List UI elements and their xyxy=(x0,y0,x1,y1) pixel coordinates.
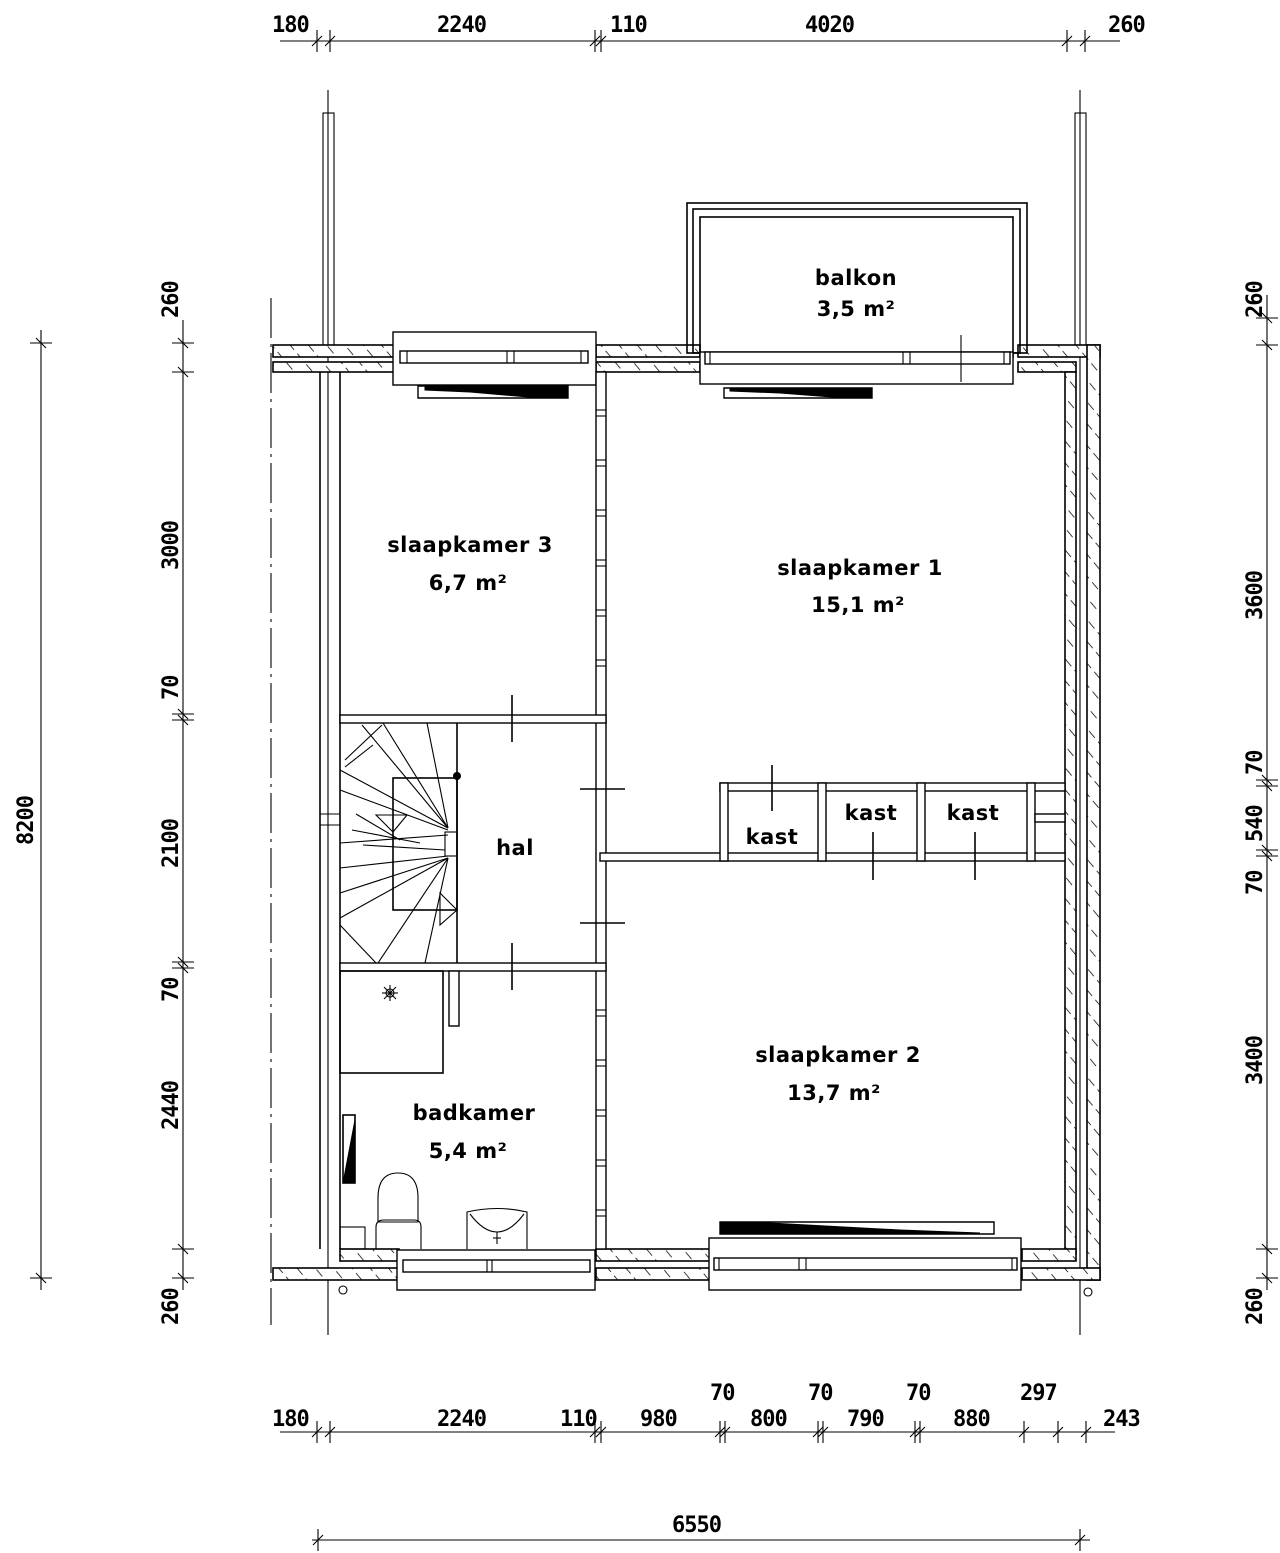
room-slaapkamer-3: slaapkamer 3 6,7 m² xyxy=(387,533,553,595)
bottom-dimension-line: 180 2240 110 980 70 800 70 790 70 880 29… xyxy=(272,1381,1141,1443)
dim-overall-depth: 8200 xyxy=(14,796,39,845)
dim-left-6: 260 xyxy=(159,1288,184,1325)
dim-bottom-9: 880 xyxy=(953,1407,990,1432)
dim-right-2: 70 xyxy=(1243,751,1268,776)
dim-left-2: 70 xyxy=(159,676,184,701)
dim-right-4: 70 xyxy=(1243,871,1268,896)
room-slaapkamer-2: slaapkamer 2 13,7 m² xyxy=(755,1043,921,1105)
left-dimension-line: 260 3000 70 2100 70 2440 260 xyxy=(159,281,194,1325)
room-kast-3: kast xyxy=(947,801,1000,825)
room-name-slaapkamer-1: slaapkamer 1 xyxy=(777,556,943,580)
room-badkamer: badkamer 5,4 m² xyxy=(413,1101,536,1163)
toilet-icon xyxy=(375,1172,422,1249)
dim-right-0: 260 xyxy=(1243,281,1268,318)
windows xyxy=(392,331,1022,1291)
dim-top-3: 4020 xyxy=(805,13,854,38)
dim-bottom-6: 70 xyxy=(808,1381,833,1406)
dim-right-6: 260 xyxy=(1243,1288,1268,1325)
dim-left-4: 70 xyxy=(159,978,184,1003)
overall-depth-dimension: 8200 xyxy=(14,330,52,1290)
dim-right-1: 3600 xyxy=(1243,571,1268,620)
dim-bottom-7: 790 xyxy=(847,1407,884,1432)
room-name-slaapkamer-3: slaapkamer 3 xyxy=(387,533,553,557)
dim-bottom-0: 180 xyxy=(272,1407,309,1432)
room-area-slaapkamer-1: 15,1 m² xyxy=(811,593,905,617)
dim-right-3: 540 xyxy=(1243,805,1268,842)
dim-top-4: 260 xyxy=(1108,13,1145,38)
dim-bottom-8: 70 xyxy=(906,1381,931,1406)
dim-bottom-5: 800 xyxy=(750,1407,787,1432)
top-dimension-line: 180 2240 110 4020 260 xyxy=(272,13,1146,52)
overall-width-dimension: 6550 xyxy=(312,1513,1090,1551)
dim-left-5: 2440 xyxy=(159,1081,184,1130)
room-kast-2: kast xyxy=(845,801,898,825)
room-area-slaapkamer-3: 6,7 m² xyxy=(429,571,508,595)
dim-bottom-1: 2240 xyxy=(437,1407,486,1432)
dim-top-2: 110 xyxy=(610,13,647,38)
room-name-kast-2: kast xyxy=(845,801,898,825)
shower-drain-icon xyxy=(382,985,398,1001)
dim-left-1: 3000 xyxy=(159,521,184,570)
room-name-badkamer: badkamer xyxy=(413,1101,536,1125)
room-name-balkon: balkon xyxy=(815,266,897,290)
right-dimension-line: 260 3600 70 540 70 3400 260 xyxy=(1243,281,1278,1325)
dim-bottom-11: 243 xyxy=(1103,1407,1140,1432)
dim-bottom-10: 297 xyxy=(1020,1381,1057,1406)
dim-left-0: 260 xyxy=(159,281,184,318)
party-wall-axes xyxy=(270,90,1093,1335)
room-name-kast-3: kast xyxy=(947,801,1000,825)
room-name-hal: hal xyxy=(496,836,534,860)
dim-right-5: 3400 xyxy=(1243,1036,1268,1085)
room-area-badkamer: 5,4 m² xyxy=(429,1139,508,1163)
room-kast-1: kast xyxy=(746,825,799,849)
room-area-slaapkamer-2: 13,7 m² xyxy=(787,1081,881,1105)
dim-bottom-2: 110 xyxy=(560,1407,597,1432)
dim-top-1: 2240 xyxy=(437,13,486,38)
dim-bottom-3: 980 xyxy=(640,1407,677,1432)
dim-left-3: 2100 xyxy=(159,819,184,868)
room-name-slaapkamer-2: slaapkamer 2 xyxy=(755,1043,921,1067)
bathroom-fixtures xyxy=(339,970,528,1250)
staircase xyxy=(320,722,461,964)
room-balkon: balkon 3,5 m² xyxy=(815,266,897,321)
dim-top-0: 180 xyxy=(272,13,309,38)
dim-bottom-4: 70 xyxy=(710,1381,735,1406)
room-hal: hal xyxy=(496,836,534,860)
sink-icon xyxy=(466,1207,528,1249)
room-name-kast-1: kast xyxy=(746,825,799,849)
interior-walls xyxy=(339,371,1066,1250)
room-slaapkamer-1: slaapkamer 1 15,1 m² xyxy=(777,556,943,617)
dim-overall-width: 6550 xyxy=(672,1513,721,1538)
room-area-balkon: 3,5 m² xyxy=(817,297,896,321)
